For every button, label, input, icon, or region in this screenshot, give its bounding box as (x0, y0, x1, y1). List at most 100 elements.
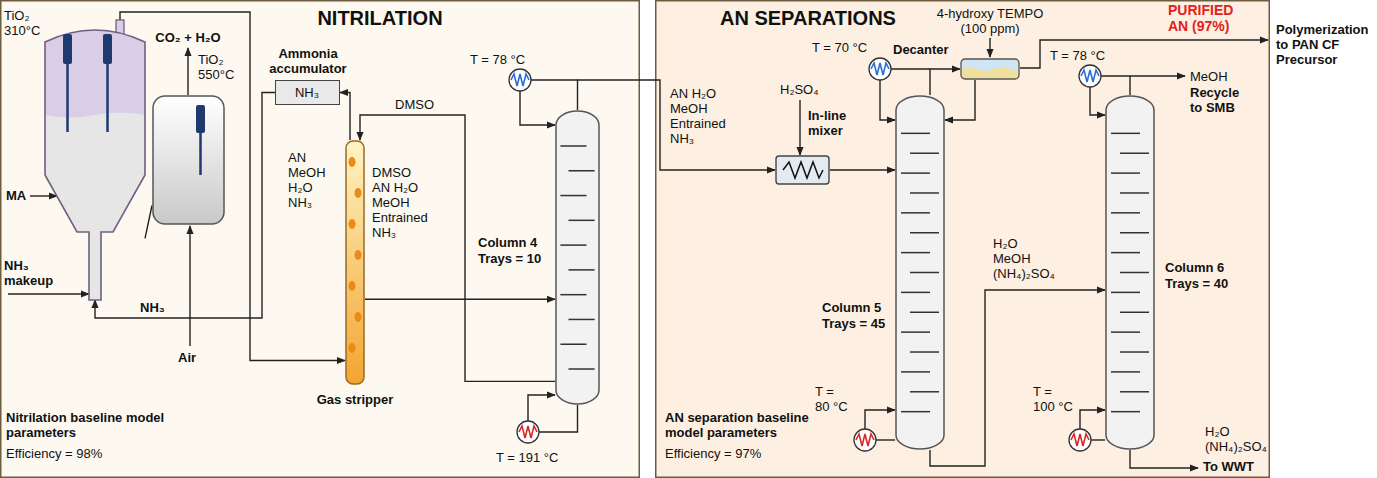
product-label: PURIFIED AN (97%) (1168, 2, 1250, 34)
stripper-shell (346, 141, 364, 384)
node-heading: Gas stripper (305, 392, 405, 407)
tray-line (560, 343, 586, 345)
feed-label: 4-hydroxy TEMPO (100 ppm) (930, 6, 1050, 36)
condenser-symbol (1079, 65, 1101, 87)
solvent-droplet (349, 343, 356, 353)
reboiler-symbol (1069, 429, 1091, 451)
wastewater-line (1130, 450, 1198, 468)
feed-label: Air (178, 350, 196, 365)
temperature-label: T = 78 °C (1050, 48, 1105, 63)
flue-gas-line (187, 48, 188, 95)
heavy-phase (961, 59, 1019, 79)
node-heading: NITRILATION (300, 6, 460, 30)
tray-line (569, 368, 595, 370)
condenser-line (891, 68, 930, 69)
temperature-label: T = 100 °C (1033, 384, 1075, 414)
decanter-vessel-outline (960, 58, 1020, 80)
solvent-droplet (355, 188, 362, 198)
catalyst-regenerator: TiO₂ 550°C (152, 95, 225, 225)
feed-label: H₂SO₄ (780, 82, 819, 97)
tray-line (560, 294, 586, 296)
reboiler-symbol (854, 429, 876, 451)
temperature-label: T = 78 °C (470, 52, 525, 67)
recycle-line (1130, 75, 1185, 76)
utility-lines (8, 38, 1268, 468)
node-label: NH₃ (295, 85, 319, 100)
tray-line (901, 212, 930, 214)
catalyst-regenerator-outline (152, 95, 225, 225)
light-phase (962, 60, 1018, 71)
tray-line (901, 292, 930, 294)
node-heading: In-line mixer (808, 108, 862, 138)
tray-line (1111, 292, 1140, 294)
stream-label: NH₃ (140, 300, 165, 315)
mixer-housing (776, 156, 829, 184)
ammonia-accumulator: Ammonia accumulatorNH₃ (275, 80, 340, 105)
solvent-droplet (349, 157, 356, 167)
parameter-note: Nitrilation baseline model parameters (6, 410, 206, 440)
tray-line (1120, 351, 1149, 353)
reboiler-line (539, 405, 578, 432)
gas-stripper: Gas stripper (345, 140, 365, 385)
inhibitor-feed (989, 38, 990, 57)
tray-line (901, 331, 930, 333)
tray-line (1111, 172, 1140, 174)
tray-line (901, 411, 930, 413)
temperature-label: T = 80 °C (815, 384, 851, 414)
process-stream (145, 206, 152, 239)
condenser-line (1101, 76, 1130, 95)
separation-ground (656, 1, 1270, 478)
stream-label: H₂O (NH₄)₂SO₄ (1205, 424, 1267, 454)
cooling-coil (871, 63, 889, 75)
cyclone-dipleg (106, 64, 109, 132)
solvent-droplet (355, 250, 362, 260)
node-heading: AN SEPARATIONS (720, 6, 920, 30)
column-shell (1106, 96, 1154, 449)
stream-label: H₂O MeOH (NH₄)₂SO₄ (993, 236, 1055, 281)
process-stream (830, 169, 895, 170)
reboiler-symbols (517, 421, 1091, 451)
node-heading: Decanter (893, 42, 949, 57)
section-panel: AN SEPARATIONSIn-line mixerColumn 5Trays… (655, 0, 1270, 478)
solvent-droplet (355, 312, 362, 322)
temperature-label: T = 70 °C (812, 40, 867, 55)
node-heading: Column 6 (1165, 260, 1224, 275)
heating-coil (519, 426, 537, 438)
tray-line (560, 244, 586, 246)
tray-line (1120, 312, 1149, 314)
tray-line (1120, 272, 1149, 274)
process-stream (930, 69, 960, 95)
distillation-column: Column 4Trays = 10 (555, 110, 600, 405)
tray-line (910, 232, 939, 234)
reflux-line (1090, 87, 1105, 115)
tray-line (910, 312, 939, 314)
parameter-note: Efficiency = 98% (6, 446, 102, 461)
stream-label: DMSO (395, 97, 434, 112)
destination-label: To WWT (1203, 459, 1254, 474)
node-label: Trays = 45 (822, 316, 885, 331)
process-stream (930, 290, 1105, 466)
tray-line (910, 391, 939, 393)
tray-line (901, 172, 930, 174)
makeup-feed (8, 293, 89, 294)
tray-line (901, 133, 930, 135)
ma-feed (30, 195, 57, 196)
distillation-column-outline (1105, 95, 1155, 450)
tray-line (569, 170, 595, 172)
tray-line (1111, 411, 1140, 413)
tray-line (1111, 371, 1140, 373)
parameter-note: Efficiency = 97% (665, 446, 761, 461)
reflux-line (520, 91, 555, 125)
cooling-coil (511, 74, 529, 86)
cyclone-symbol (103, 34, 112, 64)
reboiler-line (1091, 439, 1105, 440)
nitrilation-ground (1, 1, 640, 478)
destination-label: Recycle to SMB (1190, 85, 1252, 115)
decanter-outline (961, 59, 1019, 79)
boilup-line (528, 395, 555, 421)
stream-label: AN MeOH H₂O NH₃ (288, 150, 326, 210)
solvent-droplet (349, 281, 356, 291)
node-heading: Column 4 (478, 235, 537, 250)
tray-line (569, 269, 595, 271)
